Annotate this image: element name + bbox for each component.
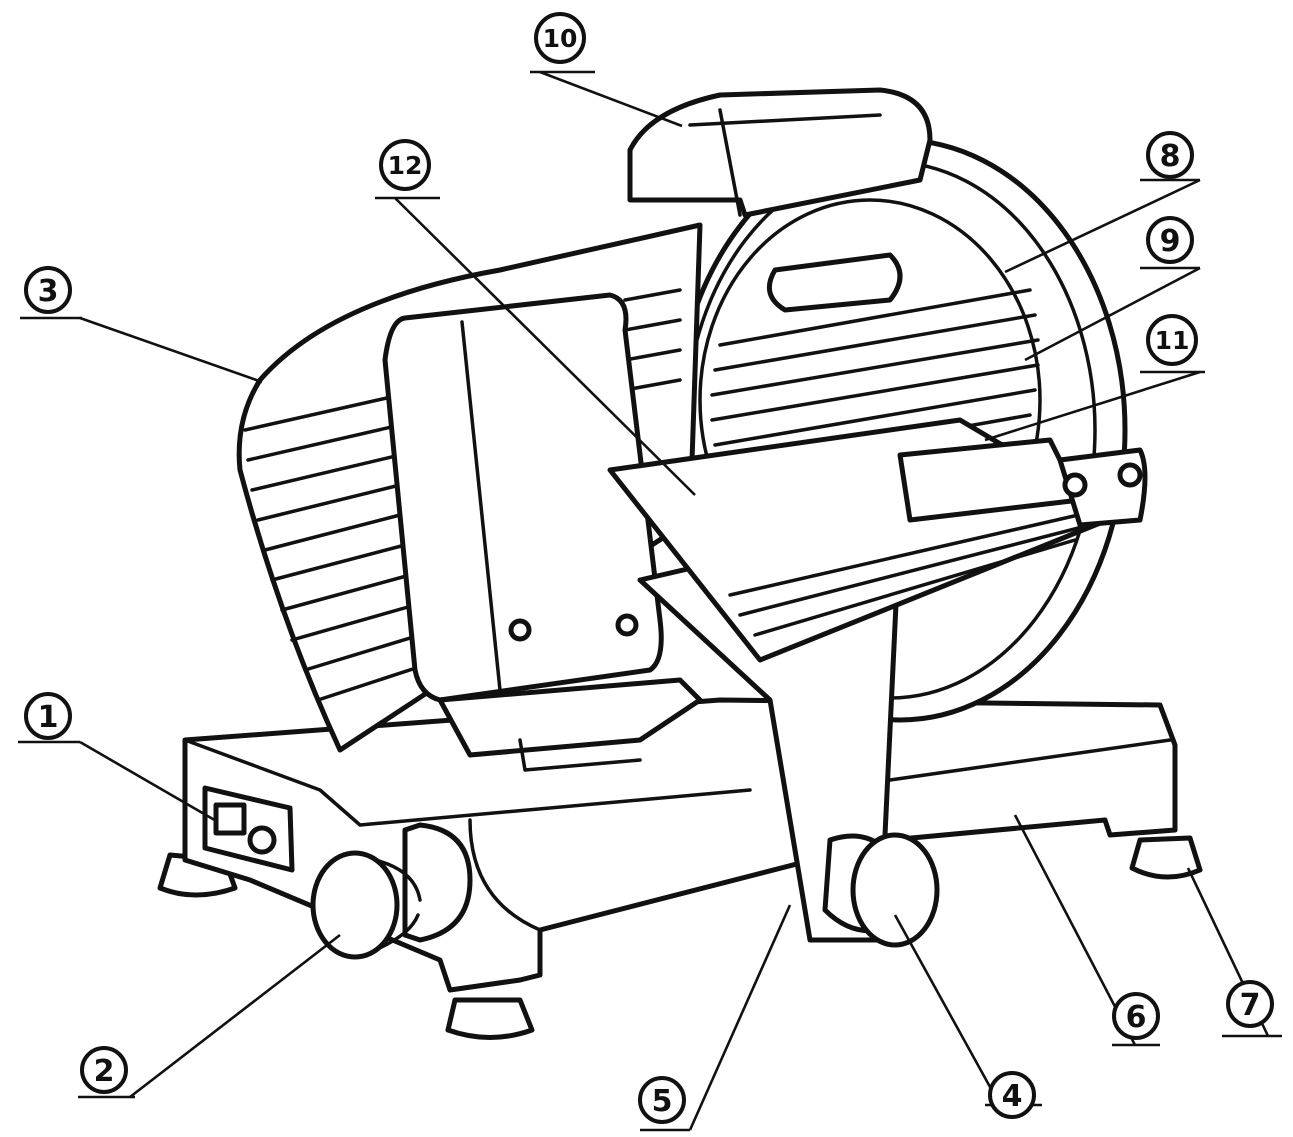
callout-4-label: 4: [1002, 1079, 1023, 1114]
power-switch: [202, 785, 295, 873]
callout-12-label: 12: [388, 151, 423, 180]
callout-5: 5: [638, 1076, 690, 1132]
plate-slide: [437, 677, 703, 772]
leader-5: [688, 904, 792, 1131]
callout-2-label: 2: [94, 1054, 115, 1089]
carriage-knob: [822, 832, 940, 948]
callout-10: 10: [530, 12, 595, 74]
callout-7: 7: [1222, 980, 1282, 1038]
leader-1: [79, 740, 219, 824]
callout-9-label: 9: [1160, 224, 1181, 259]
callout-2: 2: [78, 1046, 135, 1099]
callout-1-label: 1: [38, 700, 59, 735]
callout-5-label: 5: [652, 1084, 673, 1119]
leader-2: [129, 933, 341, 1099]
callout-9: 9: [1140, 216, 1200, 270]
slicer-illustration: [157, 87, 1203, 1040]
foot-front-left: [445, 997, 535, 1040]
callout-4: 4: [985, 1071, 1042, 1119]
callout-12: 12: [375, 139, 440, 200]
callout-3-label: 3: [38, 274, 59, 309]
callout-7-label: 7: [1240, 988, 1261, 1023]
callout-1: 1: [18, 692, 80, 744]
leader-3: [79, 316, 263, 384]
callout-8: 8: [1140, 131, 1200, 182]
leader-11: [984, 370, 1201, 442]
leader-4: [893, 914, 1002, 1106]
sharpener: [627, 87, 933, 218]
thickness-knob: [310, 822, 473, 960]
callout-8-label: 8: [1160, 139, 1181, 174]
thickness-plate: [382, 292, 664, 703]
leader-12: [394, 197, 696, 496]
leader-9: [1024, 266, 1201, 362]
callout-6: 6: [1112, 992, 1160, 1047]
pusher-handle: [766, 252, 1148, 528]
callout-3: 3: [20, 266, 82, 320]
foot-right: [1129, 835, 1203, 880]
callout-6-label: 6: [1126, 1000, 1147, 1035]
callout-10-label: 10: [543, 24, 578, 53]
leader-10: [539, 70, 683, 128]
callout-11: 11: [1140, 314, 1205, 374]
leader-8: [1004, 178, 1201, 274]
callout-11-label: 11: [1155, 326, 1190, 355]
